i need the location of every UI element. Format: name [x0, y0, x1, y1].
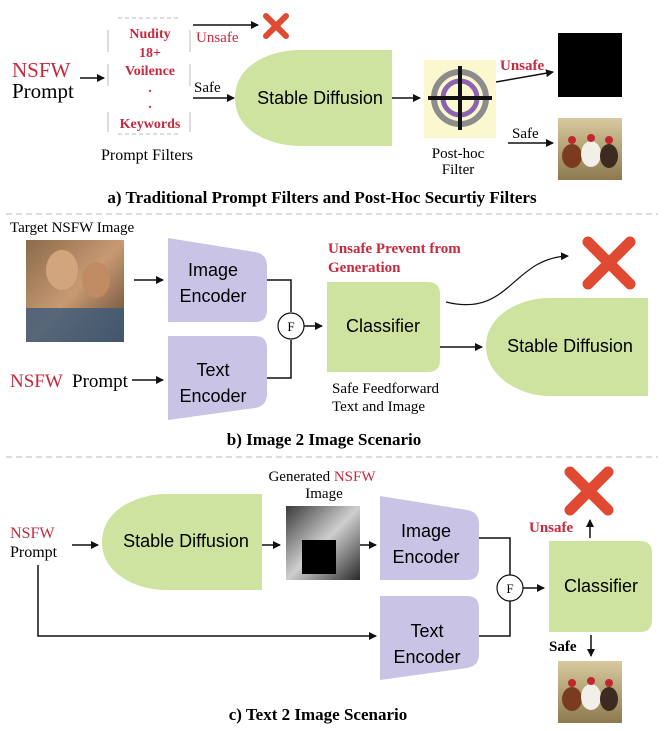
- stable-diffusion-label: Stable Diffusion: [123, 531, 249, 551]
- image-encoder-label-1: Image: [401, 521, 451, 541]
- text-encoder-block: [380, 596, 479, 680]
- connector-text-to-fusion: [267, 340, 292, 379]
- classifier-label: Classifier: [346, 316, 420, 336]
- unsafe-label: Unsafe: [529, 520, 574, 536]
- filter-word: Keywords: [120, 117, 181, 132]
- prompt-filter-list: Nudity 18+ Voilence . . Keywords: [107, 17, 191, 135]
- panel-b: Target NSFW Image Image Encoder Text Enc…: [10, 220, 648, 449]
- panel-b-caption: b) Image 2 Image Scenario: [227, 430, 422, 449]
- panel-c-caption: c) Text 2 Image Scenario: [229, 705, 407, 724]
- generated-label-2: Image: [305, 486, 343, 502]
- unsafe-prevent-label-2: Generation: [328, 260, 401, 276]
- generated-label-1: Generated NSFW: [268, 469, 376, 485]
- unsafe-output-label: Unsafe: [500, 58, 545, 74]
- panel-a-caption: a) Traditional Prompt Filters and Post-H…: [107, 188, 537, 207]
- prompt-label: Prompt: [12, 79, 74, 103]
- target-image-label: Target NSFW Image: [10, 220, 135, 236]
- arrow-prompt-to-text-encoder: [37, 565, 377, 640]
- panel-c: NSFW Prompt Stable Diffusion Generated N…: [10, 466, 652, 724]
- text-encoder-block: [168, 336, 267, 420]
- stable-diffusion-block: [486, 298, 648, 396]
- nsfw-label: NSFW: [10, 371, 63, 392]
- stable-diffusion-label: Stable Diffusion: [507, 336, 633, 356]
- prompt-label: Prompt: [10, 544, 58, 561]
- connector-text-to-fusion: [479, 601, 511, 637]
- unsafe-label: Unsafe: [196, 30, 239, 46]
- image-encoder-label-2: Encoder: [392, 547, 459, 567]
- red-cross-icon: [263, 13, 289, 39]
- fusion-label: F: [287, 319, 294, 334]
- black-image: [558, 33, 622, 97]
- safe-output-label: Safe: [512, 126, 539, 142]
- nsfw-label: NSFW: [10, 525, 55, 542]
- classifier-block: [549, 541, 652, 632]
- fusion-label: F: [506, 581, 513, 596]
- stable-diffusion-block: [102, 494, 262, 590]
- text-encoder-label-1: Text: [196, 360, 229, 380]
- target-nsfw-image: [26, 240, 124, 342]
- generated-nsfw-image: [286, 506, 360, 580]
- red-cross-icon: [582, 236, 636, 290]
- filter-word: Nudity: [129, 27, 170, 42]
- chickens-image: [558, 118, 622, 180]
- panel-a: NSFW Prompt Nudity 18+ Voilence . . Keyw…: [12, 13, 622, 207]
- text-encoder-label-2: Encoder: [393, 647, 460, 667]
- safe-label: Safe: [549, 639, 577, 655]
- text-encoder-label-2: Encoder: [179, 386, 246, 406]
- classifier-label: Classifier: [564, 576, 638, 596]
- nsfw-label: NSFW: [12, 58, 71, 82]
- connector-image-to-fusion: [479, 537, 511, 575]
- prompt-filters-caption: Prompt Filters: [101, 147, 193, 164]
- safe-feedforward-label-1: Safe Feedforward: [332, 381, 440, 397]
- classifier-block: [327, 282, 440, 372]
- posthoc-label-line2: Filter: [442, 162, 475, 178]
- red-cross-icon: [564, 466, 614, 516]
- stable-diffusion-label: Stable Diffusion: [257, 88, 383, 108]
- safe-label: Safe: [194, 80, 221, 96]
- prompt-label: Prompt: [72, 371, 129, 392]
- arrow-posthoc-unsafe: [495, 69, 554, 83]
- image-encoder-block: [168, 238, 267, 322]
- chickens-image: [558, 661, 622, 723]
- connector-image-to-fusion: [267, 279, 292, 312]
- filter-word: Voilence: [125, 64, 175, 79]
- unsafe-prevent-label-1: Unsafe Prevent from: [328, 241, 461, 257]
- posthoc-label-line1: Post-hoc: [432, 146, 485, 162]
- arrow-classifier-unsafe: [445, 252, 569, 306]
- image-encoder-label-2: Encoder: [179, 286, 246, 306]
- safe-feedforward-label-2: Text and Image: [332, 399, 425, 415]
- crosshair-icon: [428, 66, 492, 130]
- text-encoder-label-1: Text: [410, 621, 443, 641]
- image-encoder-block: [380, 496, 479, 580]
- filter-word: .: [148, 97, 152, 112]
- stable-diffusion-block: [235, 50, 392, 146]
- filter-word: .: [148, 81, 152, 96]
- image-encoder-label-1: Image: [188, 260, 238, 280]
- filter-word: 18+: [139, 46, 161, 61]
